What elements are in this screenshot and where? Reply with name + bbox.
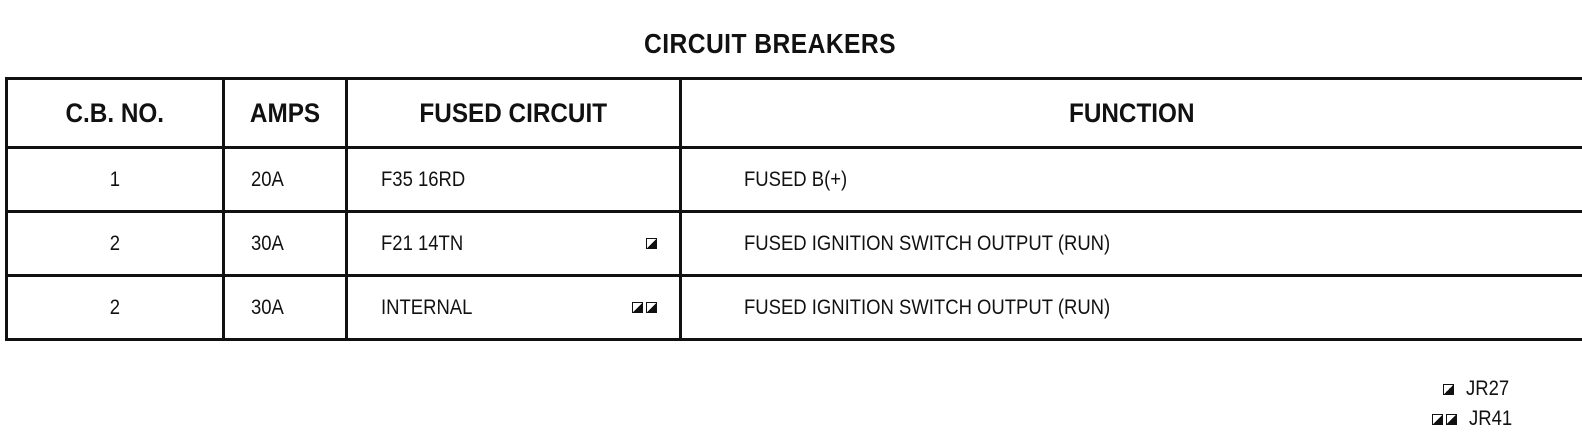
- function-cell: FUSED B(+): [680, 147, 1582, 213]
- page-title: CIRCUIT BREAKERS: [643, 28, 897, 59]
- cb-no-cell: 1: [6, 147, 225, 213]
- legend-label: JR41: [1469, 407, 1513, 430]
- symbol-legend: JR27 JR41: [1432, 374, 1522, 434]
- legend-item: JR41: [1432, 404, 1522, 434]
- fused-circuit-cell: F35 16RD: [346, 147, 682, 213]
- table-row: 2 30A F21 14TN FUSED IGNITION SWITCH OUT…: [6, 211, 1582, 277]
- circuit-breakers-table: C.B. NO. AMPS FUSED CIRCUIT FUNCTION 1 2…: [5, 77, 1582, 341]
- column-header-fused-circuit: FUSED CIRCUIT: [346, 78, 682, 149]
- cb-no-cell: 2: [6, 211, 225, 277]
- fused-circuit-cell: F21 14TN: [346, 211, 682, 277]
- legend-label: JR27: [1466, 377, 1510, 400]
- column-header-amps: AMPS: [223, 78, 348, 149]
- column-header-function: FUNCTION: [680, 78, 1582, 149]
- jr27-symbol-icon: [1443, 383, 1454, 395]
- table-header-row: C.B. NO. AMPS FUSED CIRCUIT FUNCTION: [6, 78, 1582, 149]
- jr41-symbol-icon: [1432, 413, 1457, 425]
- table-row: 1 20A F35 16RD FUSED B(+): [6, 147, 1582, 213]
- jr41-symbol-icon: [632, 301, 657, 313]
- jr27-symbol-icon: [646, 237, 657, 249]
- amps-cell: 30A: [223, 211, 348, 277]
- function-cell: FUSED IGNITION SWITCH OUTPUT (RUN): [680, 211, 1582, 277]
- cb-no-cell: 2: [6, 275, 225, 340]
- column-header-cb-no: C.B. NO.: [6, 78, 225, 149]
- function-cell: FUSED IGNITION SWITCH OUTPUT (RUN): [744, 295, 1111, 319]
- legend-item: JR27: [1432, 374, 1522, 404]
- amps-cell: 30A: [223, 275, 348, 340]
- table-row: 2 30A INTERNAL FUSED IGNITION SWITCH OUT…: [6, 275, 1582, 340]
- fused-circuit-cell: INTERNAL: [346, 275, 682, 340]
- amps-cell: 20A: [223, 147, 348, 213]
